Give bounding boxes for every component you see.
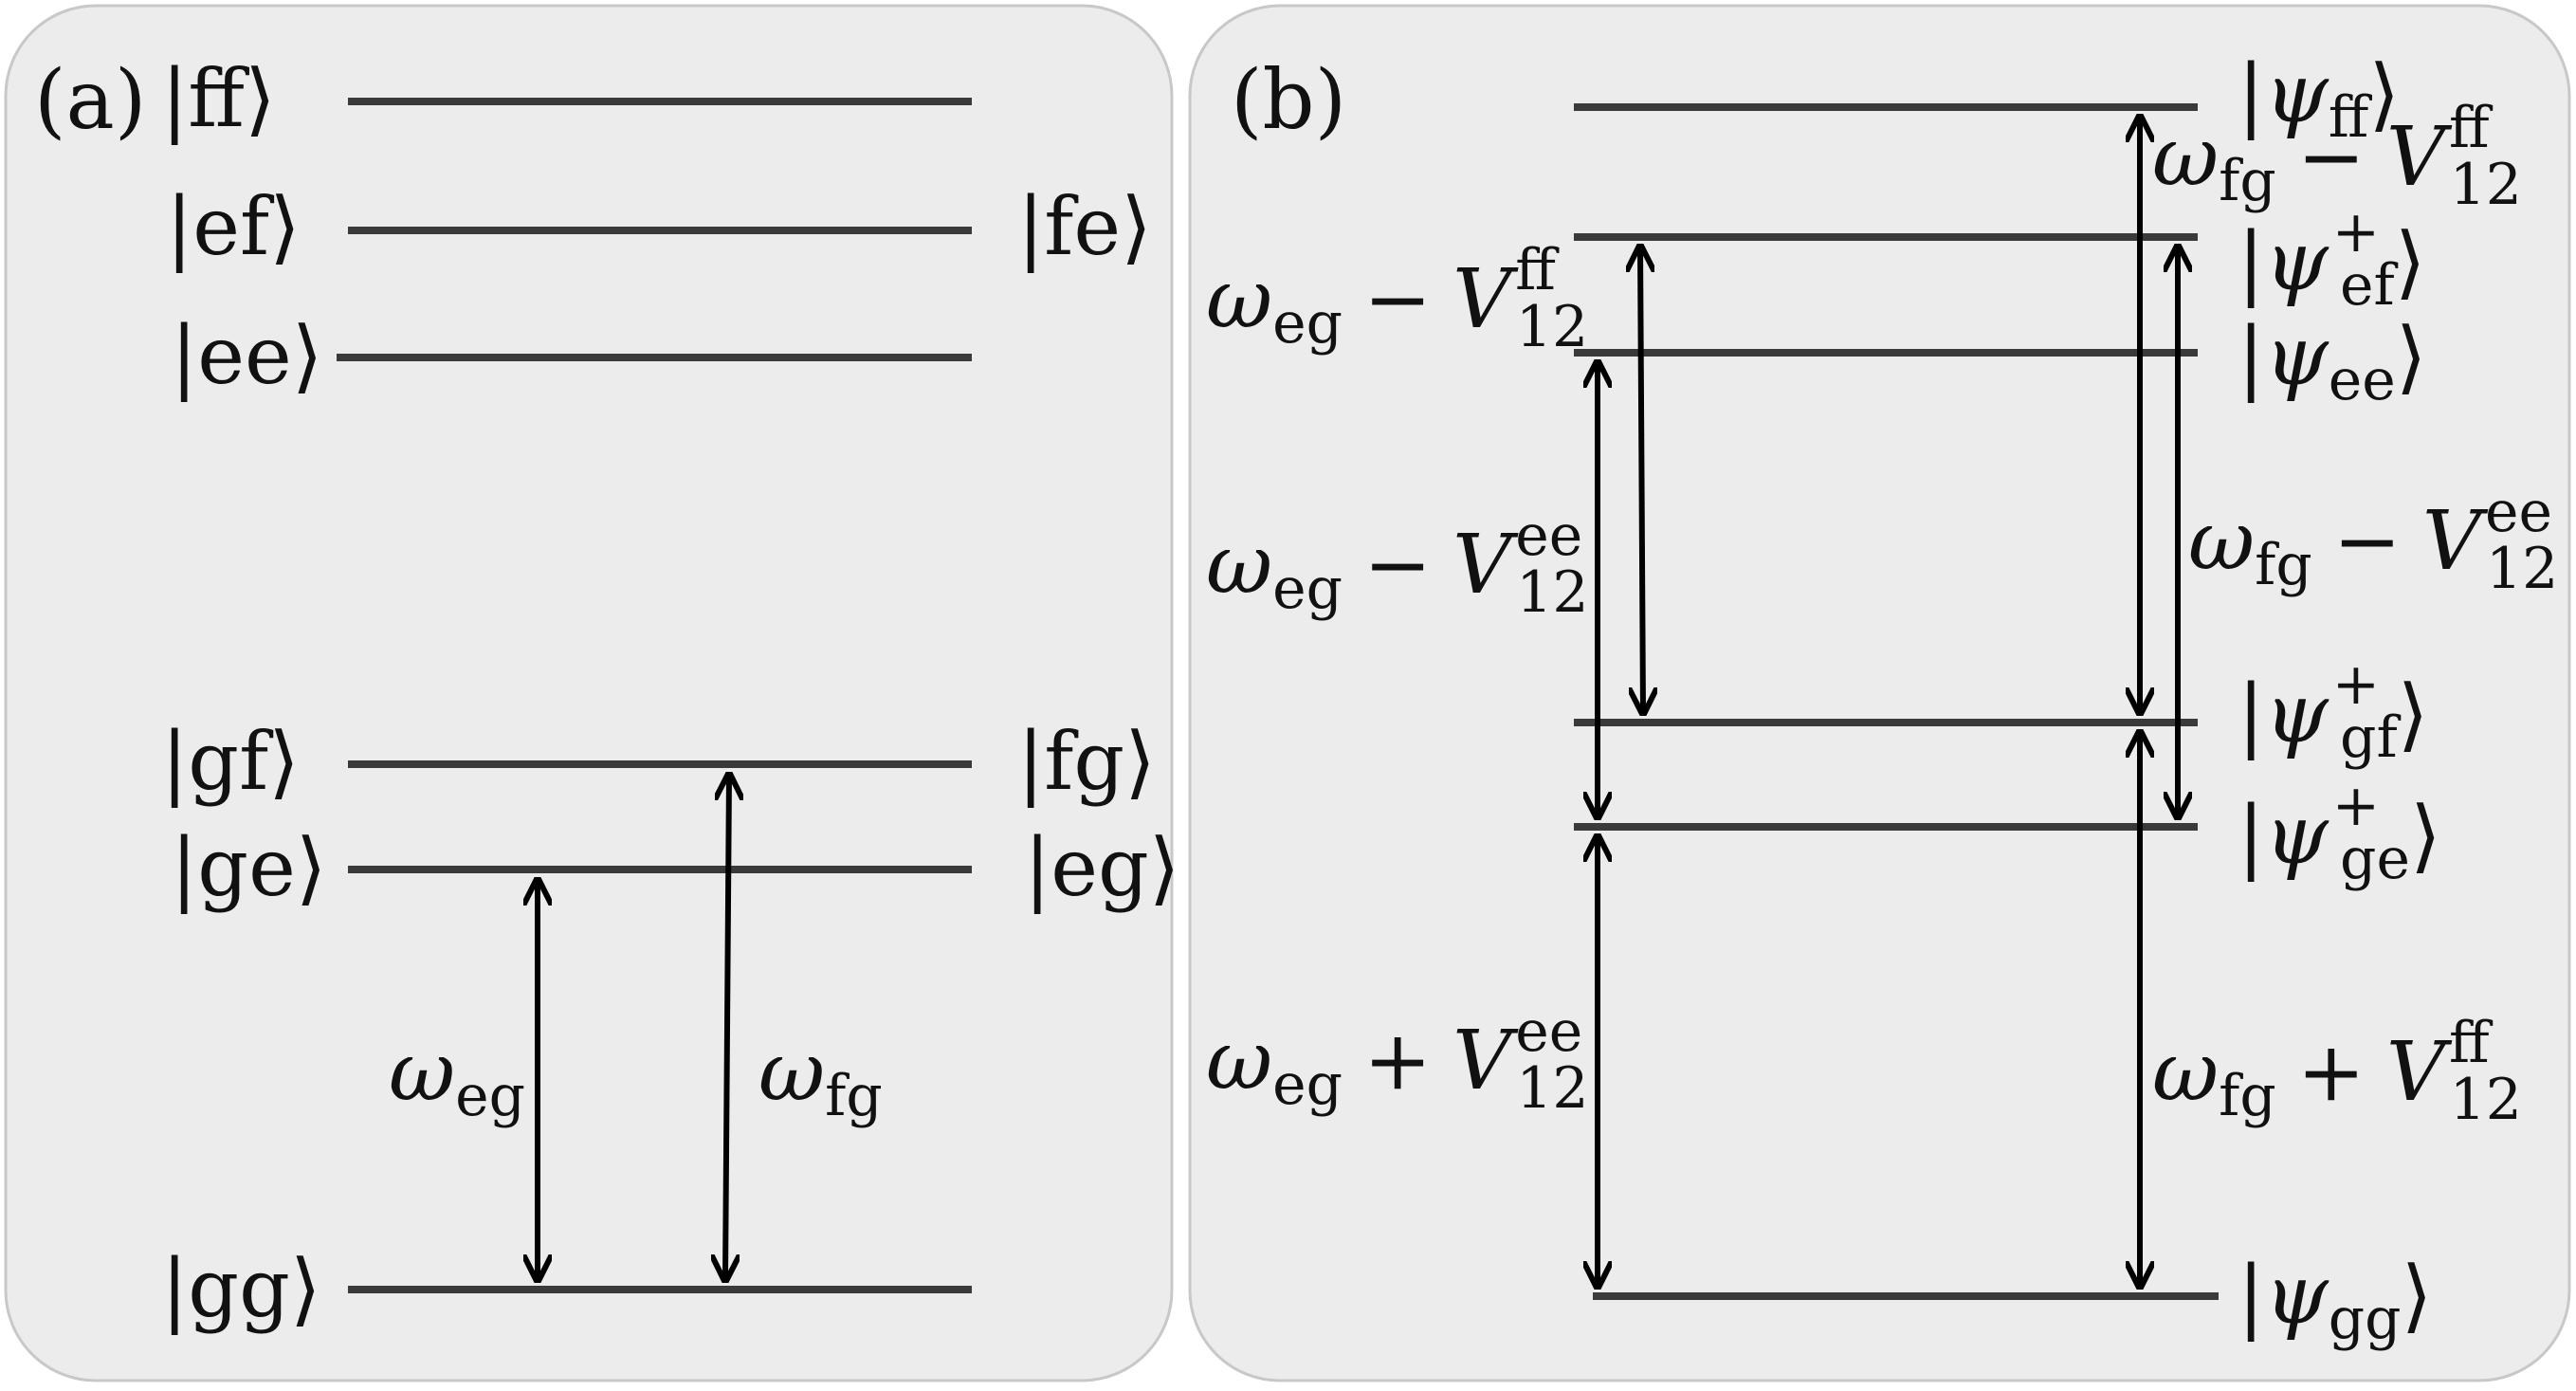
transition-arrow-fg [725,775,729,1280]
state-label-ee: |ee⟩ [171,309,323,402]
panel-a: (a) |ff⟩ |ef⟩ |fe⟩ |ee⟩ |gf⟩ |fg⟩ |ge⟩ |… [4,4,1180,1382]
state-label-psi-gf-plus: |ψ+gf⟩ [2238,651,2428,771]
state-label-psi-gg: |ψgg⟩ [2238,1248,2432,1352]
state-label-psi-ge-plus: |ψ+ge⟩ [2238,773,2441,892]
state-label-ff: |ff⟩ [161,52,276,145]
state-label-ge: |ge⟩ [171,821,327,914]
state-label-fg: |fg⟩ [1017,715,1156,808]
panel-b-label: (b) [1231,53,1346,148]
panel-b-background [1188,4,2571,1382]
transition-label-eg: ωeg [389,1025,525,1129]
state-label-gf: |gf⟩ [161,715,300,808]
transition-arrow-eg-minus-vff [1640,247,1643,713]
panel-b: (b) |ψff⟩ |ψ+ef⟩ |ψee⟩ |ψ+gf⟩ |ψ+ge⟩ |ψg… [1188,4,2571,1382]
panel-a-label: (a) [34,53,146,148]
state-label-eg: |eg⟩ [1024,821,1180,914]
state-label-ef: |ef⟩ [166,180,301,273]
panel-a-background [4,4,1174,1382]
transition-label-fg: ωfg [758,1025,883,1129]
state-label-gg: |gg⟩ [161,1242,321,1335]
state-label-fe: |fe⟩ [1017,180,1152,273]
state-label-psi-ff: |ψff⟩ [2238,46,2400,151]
